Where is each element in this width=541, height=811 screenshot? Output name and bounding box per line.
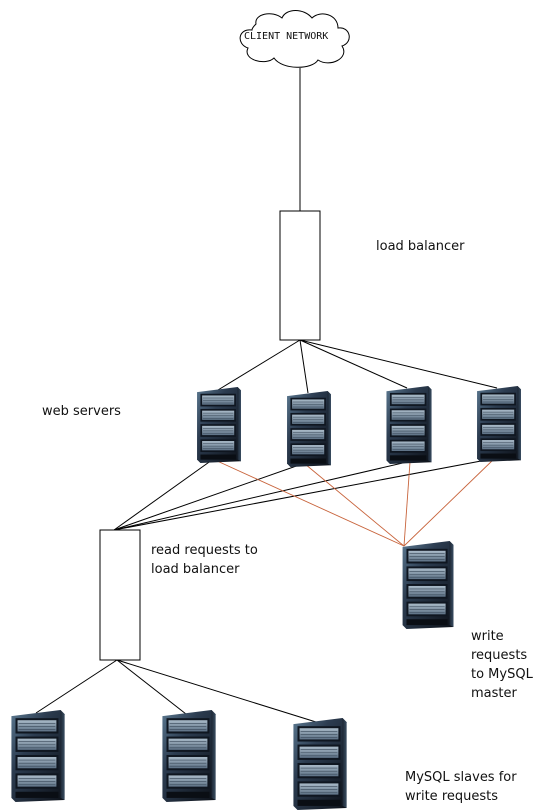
client-network-cloud: CLIENT NETWORK [239, 10, 350, 68]
web-servers [196, 386, 522, 467]
link-rlb-slave2 [116, 659, 187, 715]
read-balancer-label: read requests to load balancer [151, 543, 258, 577]
write-lines [214, 457, 496, 547]
connection-lines [35, 68, 498, 723]
link-lb-web2 [299, 339, 309, 394]
link-web1-rlb [113, 459, 213, 531]
mysql-slave-1 [10, 710, 66, 802]
link-rlb-slave3 [116, 659, 317, 723]
web-server-4 [476, 386, 522, 462]
write-web2-master [304, 463, 405, 547]
mysql-slave-2 [161, 710, 217, 802]
web-servers-label: web servers [42, 404, 121, 419]
write-web4-master [403, 457, 496, 547]
load-balancer-label: load balancer [376, 239, 465, 254]
link-lb-web1 [217, 339, 301, 391]
mysql-slaves [10, 710, 348, 810]
mysql-master-server [402, 541, 454, 629]
read-load-balancer-box [99, 529, 141, 661]
link-web2-rlb [113, 463, 303, 531]
cloud-label: CLIENT NETWORK [244, 31, 328, 42]
web-server-3 [386, 386, 432, 464]
link-web4-rlb [113, 457, 498, 531]
link-rlb-slave1 [35, 659, 118, 714]
mysql-slave-3 [292, 718, 348, 810]
web-server-2 [286, 391, 332, 467]
mysql-master-label: write requests to MySQL master [471, 629, 533, 701]
mysql-slaves-label: MySQL slaves for write requests [405, 770, 517, 804]
write-web1-master [214, 459, 405, 547]
load-balancer-box [279, 210, 321, 341]
link-lb-web3 [299, 339, 408, 389]
web-server-1 [196, 387, 242, 463]
link-web3-rlb [113, 461, 408, 531]
link-lb-web4 [299, 339, 498, 389]
write-web3-master [403, 461, 411, 547]
